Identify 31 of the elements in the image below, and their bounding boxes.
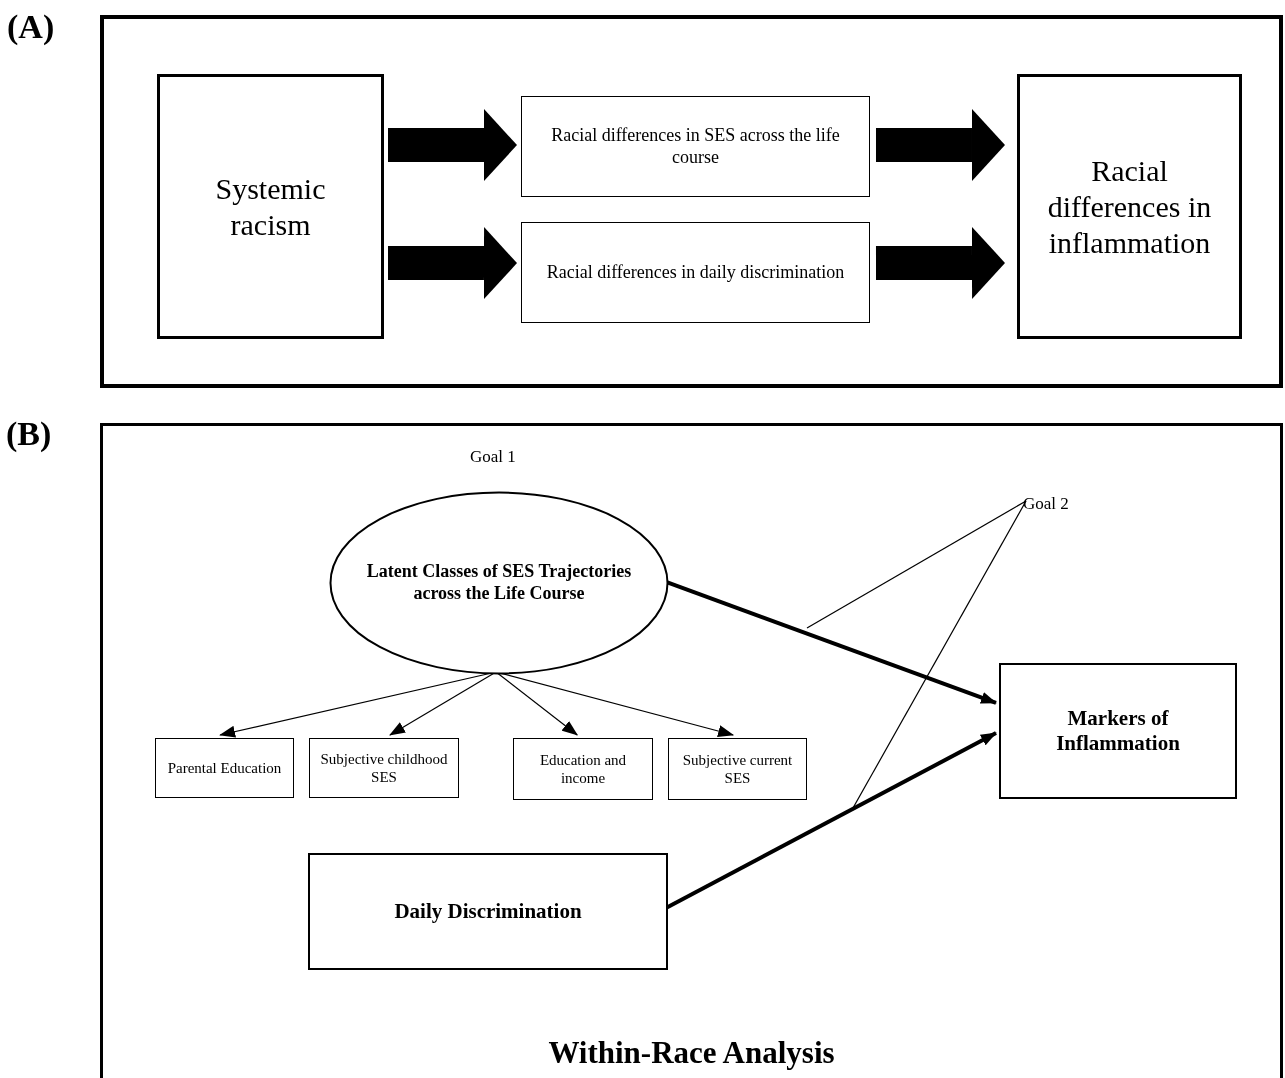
node-text: Latent Classes of SES Trajectories across the Life Course (365, 561, 633, 605)
goal-label: Goal 1 (470, 447, 516, 467)
node-text: Racial differences in inflammation (1046, 152, 1213, 261)
panel-label: (B) (6, 414, 52, 454)
process-box (999, 663, 1237, 799)
process-box (521, 96, 870, 197)
node-text: Education and income (538, 751, 628, 787)
node-text: Racial differences in daily discrimination (545, 261, 846, 284)
process-box (1017, 74, 1242, 339)
node-text: Subjective current SES (681, 751, 794, 787)
process-box (309, 738, 459, 798)
process-box (155, 738, 294, 798)
arrow (875, 226, 1005, 299)
arrow (875, 109, 1005, 181)
process-box (157, 74, 384, 339)
process-box (521, 222, 870, 323)
process-box (668, 738, 807, 800)
panel-label: (A) (7, 7, 55, 47)
node-text: Systemic racism (214, 170, 327, 243)
node-text: Daily Discrimination (393, 898, 583, 925)
arrow (388, 227, 517, 300)
process-box (513, 738, 653, 800)
node-text: Racial differences in SES across the life course (550, 124, 841, 169)
node-text: Subjective childhood SES (319, 750, 449, 786)
node-text: Parental Education (166, 759, 283, 777)
goal-label: Goal 2 (1023, 493, 1069, 515)
panel-caption: Within-Race Analysis (547, 1034, 836, 1072)
node-text: Markers of Inflammation (1055, 705, 1181, 757)
ellipse-node (329, 491, 669, 675)
arrow (388, 109, 517, 181)
process-box (308, 853, 668, 970)
